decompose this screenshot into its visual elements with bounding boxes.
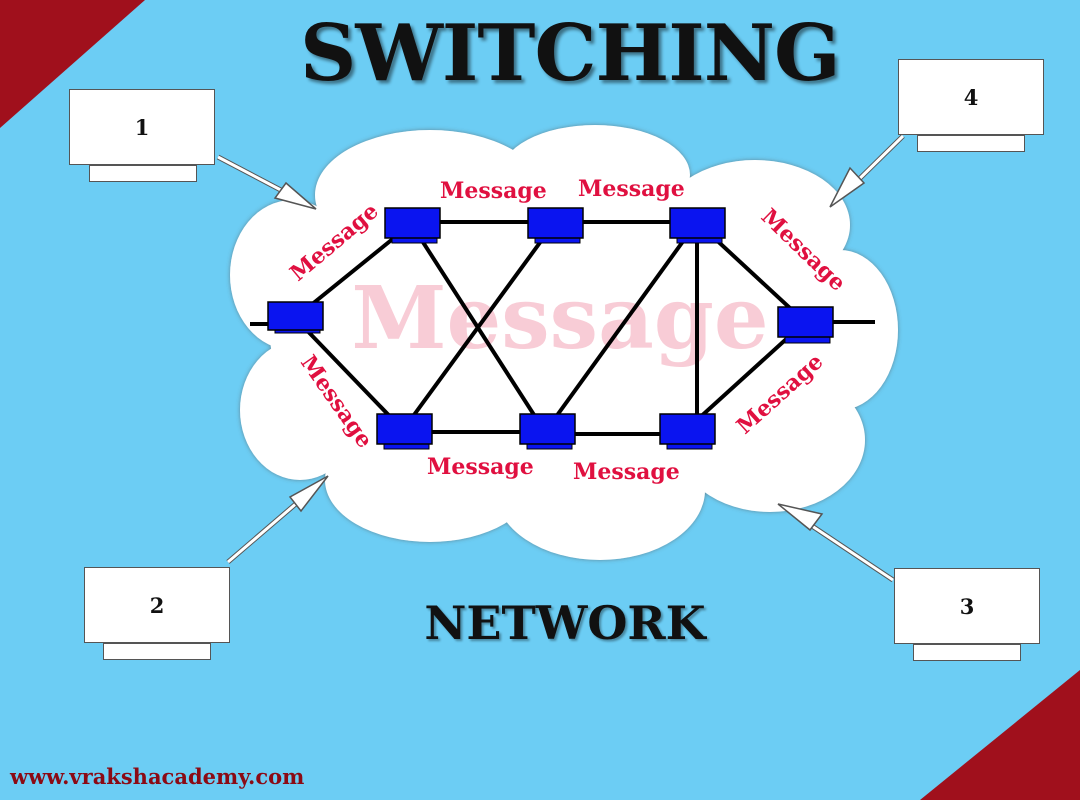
diagram-subtitle: NETWORK (424, 596, 706, 650)
switch-node-a (267, 301, 324, 334)
switch-node-e (777, 306, 834, 344)
computer-base (103, 643, 211, 660)
link-a-f (293, 316, 405, 432)
switch-node-f (376, 413, 433, 450)
message-label: Message (573, 459, 680, 485)
computer-label: 3 (959, 593, 975, 619)
computer-screen: 1 (69, 89, 215, 165)
connection-arrows (216, 134, 905, 583)
message-label: Message (578, 176, 685, 202)
switch-node-b (384, 207, 441, 244)
switch-node-g (519, 413, 576, 450)
message-label: Message (427, 454, 534, 480)
diagram-title: SWITCHING (300, 8, 841, 99)
message-watermark: Message (351, 268, 768, 369)
computer-base (917, 135, 1025, 152)
message-label: Message (440, 178, 547, 204)
link-c-f (401, 220, 557, 432)
computer-base (913, 644, 1021, 661)
corner-decoration-top-left (0, 0, 145, 128)
arrow-computer-2 (226, 475, 329, 564)
website-url: www.vrakshacademy.com (10, 764, 305, 789)
computer-screen: 3 (894, 568, 1040, 644)
computer-label: 2 (149, 592, 165, 618)
arrow-computer-3 (777, 503, 895, 583)
computer-screen: 2 (84, 567, 230, 643)
computer-base (89, 165, 197, 182)
arrow-computer-4 (829, 134, 905, 208)
arrow-computer-1 (216, 154, 317, 210)
computer-label: 1 (134, 114, 150, 140)
switch-node-c (527, 207, 584, 244)
link-d-g (543, 220, 699, 434)
switch-nodes (267, 207, 834, 450)
computer-screen: 4 (898, 59, 1044, 135)
corner-decoration-bottom-right (920, 670, 1080, 800)
switch-node-d (669, 207, 726, 244)
computer-label: 4 (963, 84, 979, 110)
switch-node-h (659, 413, 716, 450)
